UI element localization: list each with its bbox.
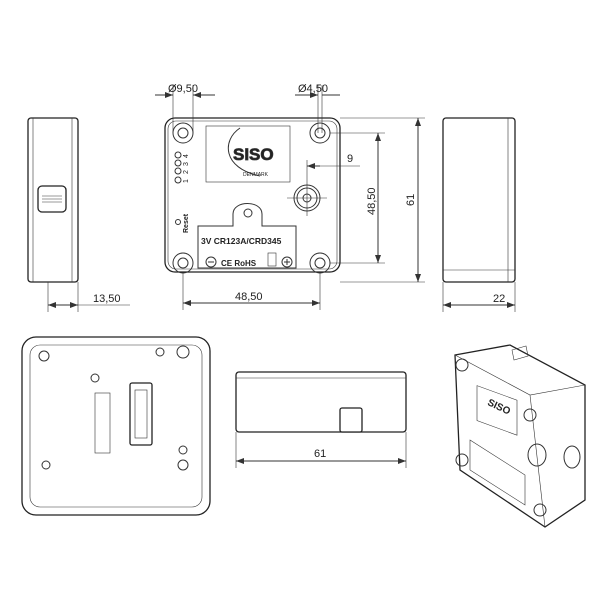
brand-logo: SISO xyxy=(233,145,274,164)
svg-text:3: 3 xyxy=(183,162,190,166)
dim-vertical-spacing: 48,50 xyxy=(366,187,378,215)
dim-height: 61 xyxy=(405,194,417,206)
svg-text:1: 1 xyxy=(183,179,190,183)
dim-horizontal-spacing: 48,50 xyxy=(235,291,263,303)
svg-text:4: 4 xyxy=(183,154,190,158)
bottom-view: 61 xyxy=(235,371,407,468)
mounting-holes xyxy=(172,122,331,274)
dim-offset: 9 xyxy=(347,153,353,165)
back-view xyxy=(21,336,211,516)
dim-depth: 22 xyxy=(493,293,505,305)
reset-label: Reset xyxy=(183,213,190,233)
led-indicators: 1 2 3 4 xyxy=(174,151,190,184)
siso-logo-swoosh xyxy=(227,127,261,177)
brand-sub: DENMARK xyxy=(243,172,269,178)
battery-cover xyxy=(197,203,297,269)
minus-icon xyxy=(205,256,217,268)
center-hole xyxy=(287,180,327,216)
dim-bottom-width: 61 xyxy=(314,448,326,460)
compliance-label: CE RoHS xyxy=(221,259,257,268)
right-side-view: 22 xyxy=(442,117,516,312)
plus-icon xyxy=(281,256,293,268)
front-view: SISO DENMARK 1 2 3 4 Reset 3V CR123A/CRD… xyxy=(155,83,425,310)
recycle-icon xyxy=(267,252,277,267)
dim-small-hole: Ø4,50 xyxy=(298,83,328,95)
dim-large-hole: Ø9,50 xyxy=(168,83,198,95)
dim-side-thickness: 13,50 xyxy=(93,293,121,305)
left-side-view: 13,50 xyxy=(27,117,130,312)
battery-label: 3V CR123A/CRD345 xyxy=(201,236,282,246)
logo-panel xyxy=(205,125,291,183)
isometric-view: SISO xyxy=(454,344,586,528)
svg-text:2: 2 xyxy=(183,170,190,174)
reset-button xyxy=(175,219,181,225)
